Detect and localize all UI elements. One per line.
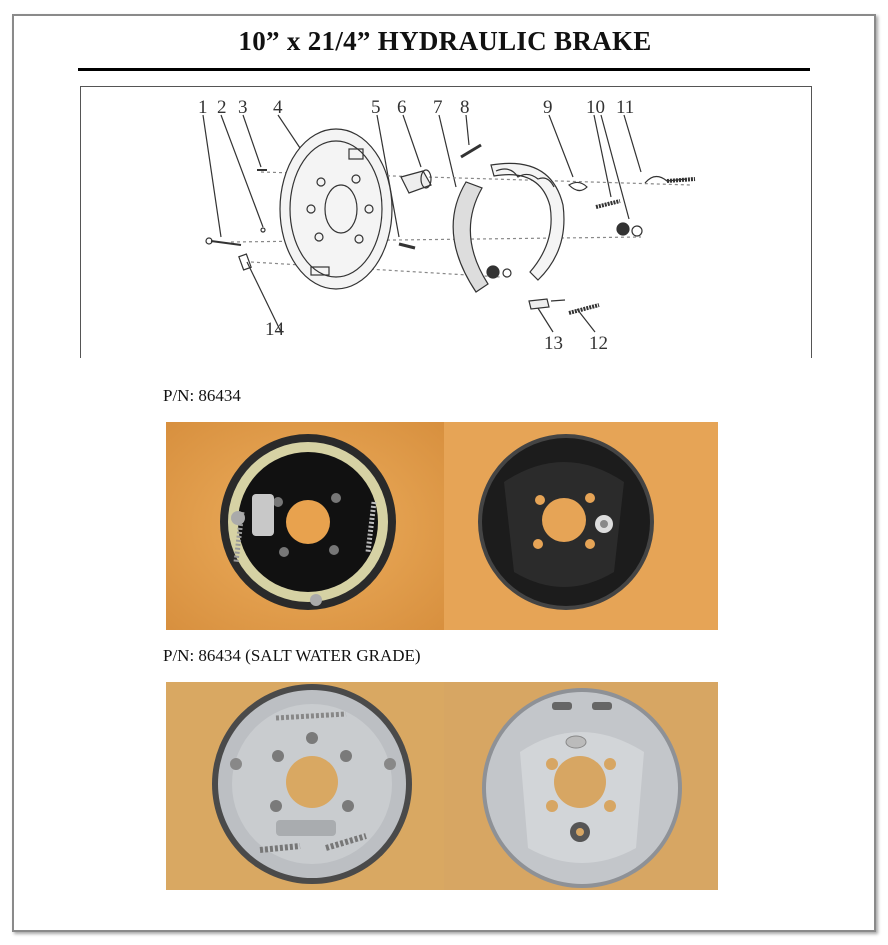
callout-10: 10: [586, 97, 605, 118]
backing-plate-rear-silver-photo: [444, 682, 718, 890]
callout-11: 11: [616, 97, 634, 118]
callout-12: 12: [589, 333, 608, 354]
part-number-standard: P/N: 86434: [163, 386, 241, 405]
callout-7: 7: [433, 97, 443, 118]
diagram-callouts: 1 2 3 4 5 6 7 8 9 10 11 12 13 14: [198, 97, 634, 354]
backing-plate-rear-black-photo: [444, 422, 718, 630]
callout-14: 14: [265, 319, 285, 340]
brake-assembly-front-silver-photo: [166, 682, 444, 890]
callout-6: 6: [397, 97, 407, 118]
callout-8: 8: [460, 97, 470, 118]
callout-1: 1: [198, 97, 208, 118]
callout-2: 2: [217, 97, 227, 118]
part-number-salt-water: P/N: 86434 (SALT WATER GRADE): [163, 646, 421, 665]
exploded-diagram-drawing: 1 2 3 4 5 6 7 8 9 10 11 12 13 14: [198, 97, 696, 354]
brake-assembly-front-photo: [166, 422, 444, 630]
title-underline: [78, 68, 810, 71]
callout-5: 5: [371, 97, 381, 118]
page-title: 10” x 21/4” HYDRAULIC BRAKE: [238, 26, 652, 56]
callout-4: 4: [273, 97, 283, 118]
exploded-parts-diagram: 1 2 3 4 5 6 7 8 9 10 11 12 13 14: [80, 86, 812, 358]
callout-3: 3: [238, 97, 248, 118]
callout-9: 9: [543, 97, 553, 118]
callout-13: 13: [544, 333, 563, 354]
